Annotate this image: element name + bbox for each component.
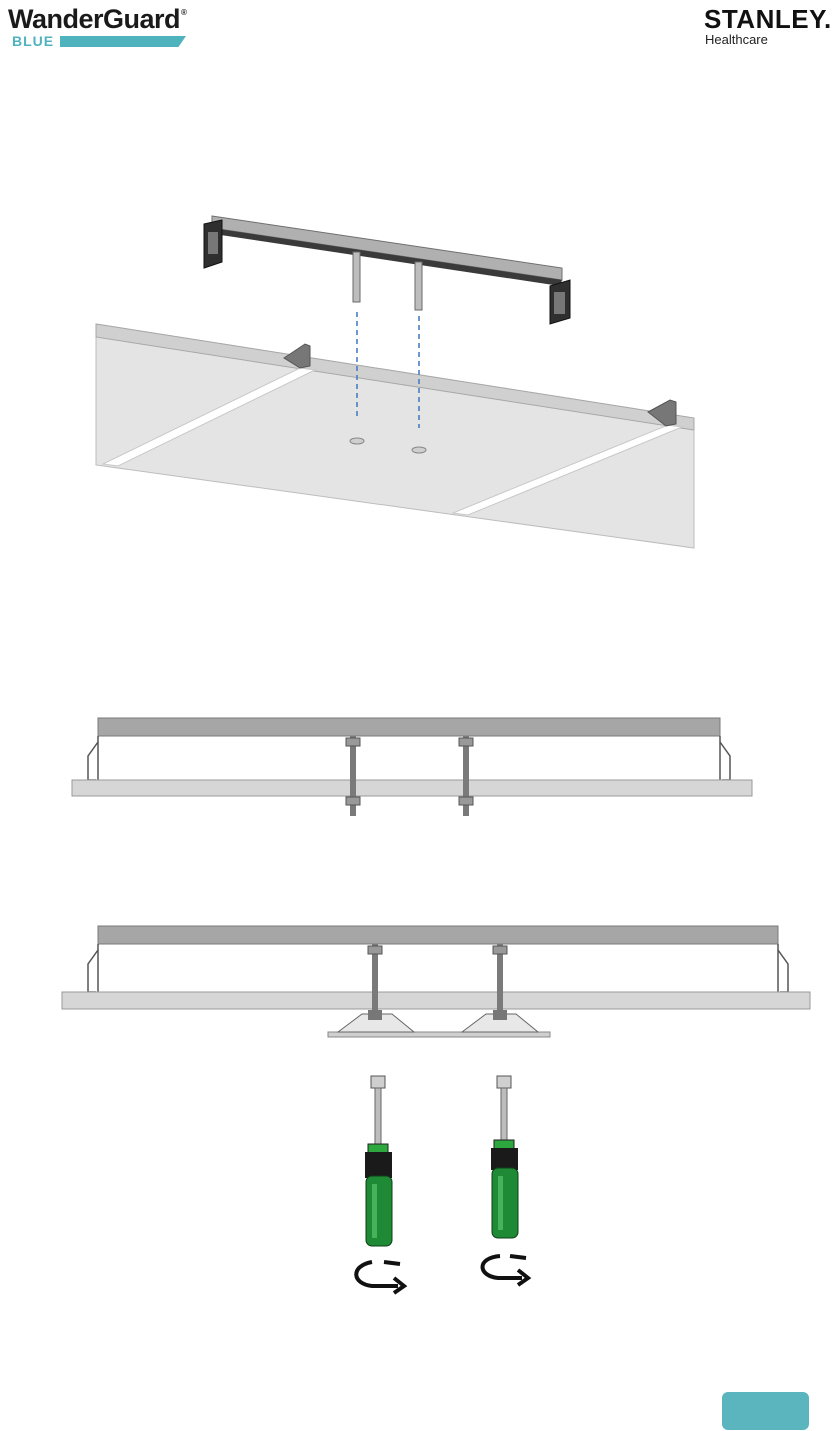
nut-right-bottom <box>459 797 473 805</box>
nut-right-top <box>459 738 473 746</box>
device-nut-left <box>368 1010 382 1020</box>
tile-hole-left <box>350 438 364 444</box>
nut-left-top <box>346 738 360 746</box>
ceiling-tile-bracket-isometric <box>0 200 836 560</box>
screwdriver-icon <box>365 1076 392 1246</box>
bolt-left <box>353 252 360 302</box>
rotate-arrow-icon <box>356 1262 404 1293</box>
bracket-clip-left <box>88 742 98 780</box>
bracket-clip-right <box>778 950 788 992</box>
ceiling-tile-section <box>62 992 810 1009</box>
screwdriver-icon <box>491 1076 518 1238</box>
stanley-healthcare-logo: STANLEY. Healthcare <box>704 4 836 48</box>
nut-left-top <box>368 946 382 954</box>
bolt-right <box>415 262 422 310</box>
bracket-frame <box>98 944 778 992</box>
bolt-left <box>372 944 378 1020</box>
bracket-top-rail <box>98 926 778 944</box>
stanley-brand: STANLEY. <box>704 4 832 35</box>
ceiling-tile-section <box>72 780 752 796</box>
bracket-frame <box>98 736 720 780</box>
nut-right-top <box>493 946 507 954</box>
device-nut-right <box>493 1010 507 1020</box>
brand-sub: BLUE <box>12 33 54 49</box>
bracket-bar-underside <box>212 228 562 286</box>
device-base <box>328 1032 550 1037</box>
rotate-arrow-icon <box>483 1256 529 1285</box>
bracket-side-view <box>0 712 836 822</box>
page-number-badge <box>722 1392 809 1430</box>
ceiling-tile <box>96 324 694 548</box>
bracket-end-right-slot <box>554 292 565 314</box>
registered-mark: ® <box>181 8 186 17</box>
stanley-sub: Healthcare <box>705 32 768 47</box>
nut-left-bottom <box>346 797 360 805</box>
bracket-end-left-slot <box>208 232 218 254</box>
bolt-right <box>497 944 503 1020</box>
brand-accent-bar <box>60 36 186 47</box>
bracket-bar <box>212 216 562 280</box>
bracket-clip-right <box>720 742 730 780</box>
bracket-clip-left <box>88 950 98 992</box>
bracket-top-rail <box>98 718 720 736</box>
bracket-with-device-side-view <box>0 920 836 1300</box>
tile-hole-right <box>412 447 426 453</box>
brand-name: WanderGuard <box>8 4 180 34</box>
wanderguard-blue-logo: WanderGuard® BLUE <box>8 4 208 50</box>
